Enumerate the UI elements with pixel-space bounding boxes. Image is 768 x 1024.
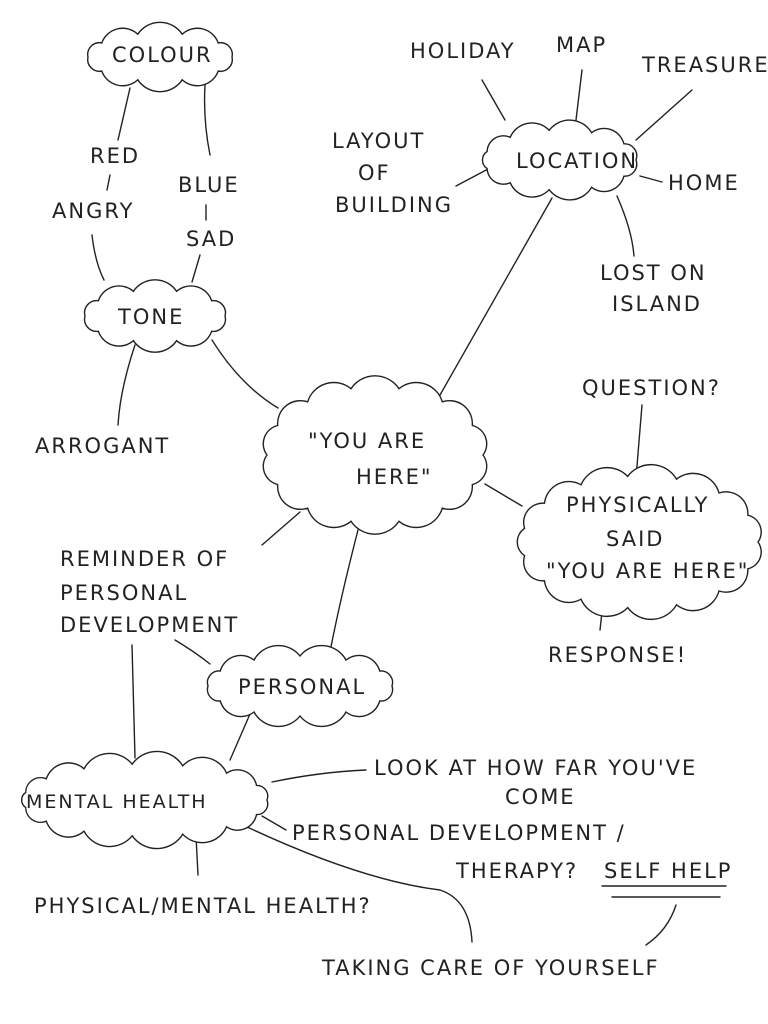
node-taking-care: TAKING CARE OF YOURSELF <box>321 956 660 980</box>
node-physically-line3: "YOU ARE HERE" <box>546 559 749 583</box>
node-look-at-line1: LOOK AT HOW FAR YOU'VE <box>374 756 697 780</box>
node-location: LOCATION <box>516 149 638 173</box>
node-arrogant: ARROGANT <box>35 434 170 458</box>
node-self-help: SELF HELP <box>604 859 732 883</box>
cloud-physically-said <box>516 463 762 621</box>
node-layout-line2: OF <box>358 161 391 185</box>
node-layout-line3: BUILDING <box>335 193 453 217</box>
node-look-at-line2: COME <box>505 785 576 809</box>
node-lost-line1: LOST ON <box>600 261 707 285</box>
cloud-personal <box>206 644 394 728</box>
node-personal-dev-line2: THERAPY? <box>455 859 578 883</box>
cloud-mental-health <box>20 750 269 850</box>
node-layout-line1: LAYOUT <box>332 129 425 153</box>
node-you-are-here-line1: "YOU ARE <box>308 429 426 453</box>
node-you-are-here-line2: HERE" <box>356 465 433 489</box>
node-sad: SAD <box>186 227 236 251</box>
node-holiday: HOLIDAY <box>410 39 516 63</box>
cloud-you-are-here <box>262 375 488 535</box>
cloud-shapes <box>20 21 762 850</box>
node-physically-line2: SAID <box>606 527 664 551</box>
node-angry: ANGRY <box>52 199 134 223</box>
cloud-colour <box>87 21 233 93</box>
node-lost-line2: ISLAND <box>612 292 702 316</box>
node-personal-dev-line1: PERSONAL DEVELOPMENT / <box>292 821 626 845</box>
node-tone: TONE <box>117 305 184 329</box>
node-home: HOME <box>668 171 740 195</box>
node-reminder-line1: REMINDER OF <box>60 547 229 571</box>
node-colour: COLOUR <box>112 43 213 67</box>
node-map: MAP <box>556 33 607 57</box>
node-question: QUESTION? <box>582 376 721 400</box>
node-reminder-line2: PERSONAL <box>60 581 188 605</box>
cloud-tone <box>83 279 227 353</box>
node-red: RED <box>90 144 140 168</box>
cloud-location <box>481 119 638 201</box>
node-response: RESPONSE! <box>548 643 687 667</box>
node-treasure: TREASURE <box>641 53 768 77</box>
node-physical-mental: PHYSICAL/MENTAL HEALTH? <box>34 894 372 918</box>
node-mental-health: MENTAL HEALTH <box>26 791 208 813</box>
node-physically-line1: PHYSICALLY <box>566 493 709 517</box>
labels: COLOUR RED ANGRY BLUE SAD TONE ARROGANT … <box>26 33 768 980</box>
node-reminder-line3: DEVELOPMENT <box>60 613 239 637</box>
node-personal: PERSONAL <box>238 675 366 699</box>
connector-lines <box>91 69 727 946</box>
node-blue: BLUE <box>178 173 240 197</box>
